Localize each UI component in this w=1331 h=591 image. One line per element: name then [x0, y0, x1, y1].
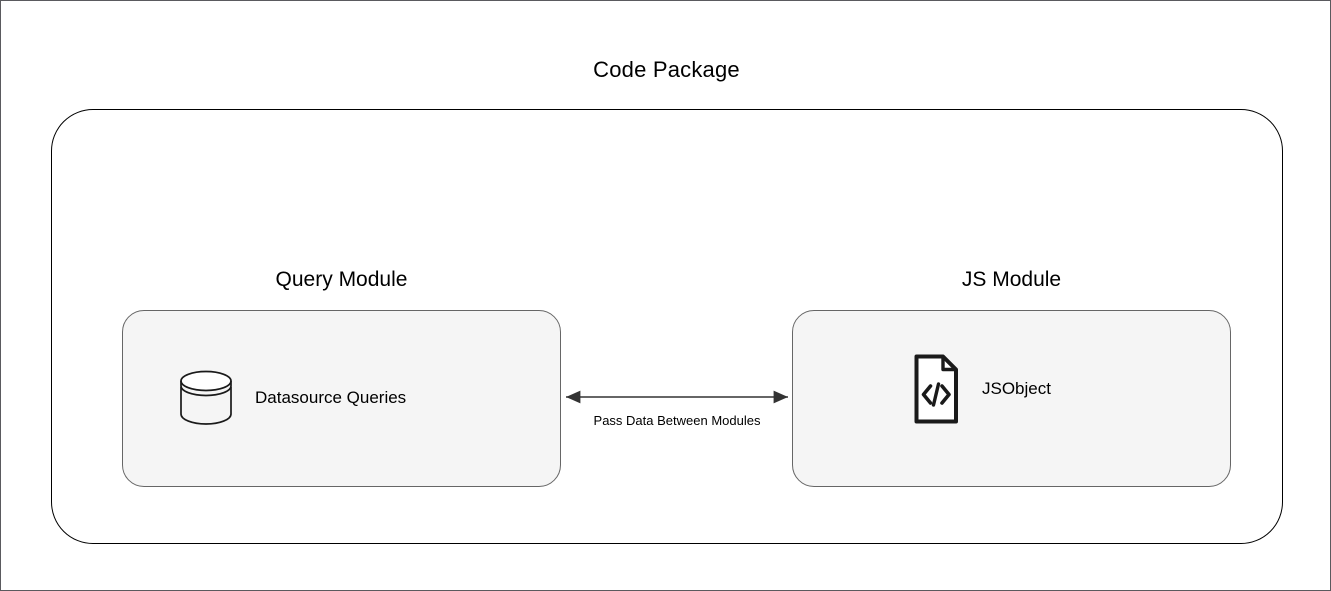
- jsobject-node: JSObject: [913, 353, 1051, 425]
- datasource-queries-node: Datasource Queries: [179, 370, 406, 426]
- query-module-label: Query Module: [275, 268, 408, 291]
- code-file-icon: [913, 353, 960, 425]
- js-module-box: [792, 310, 1231, 487]
- pass-data-connector-arrow: [566, 390, 788, 404]
- page-title: Code Package: [593, 57, 740, 82]
- query-module-box: [122, 310, 561, 487]
- datasource-queries-label: Datasource Queries: [255, 388, 407, 407]
- database-cylinder-icon: [179, 370, 233, 426]
- connector-label: Pass Data Between Modules: [593, 413, 761, 428]
- code-package-container: [51, 109, 1283, 544]
- jsobject-label: JSObject: [982, 379, 1051, 398]
- js-module-label: JS Module: [961, 268, 1062, 291]
